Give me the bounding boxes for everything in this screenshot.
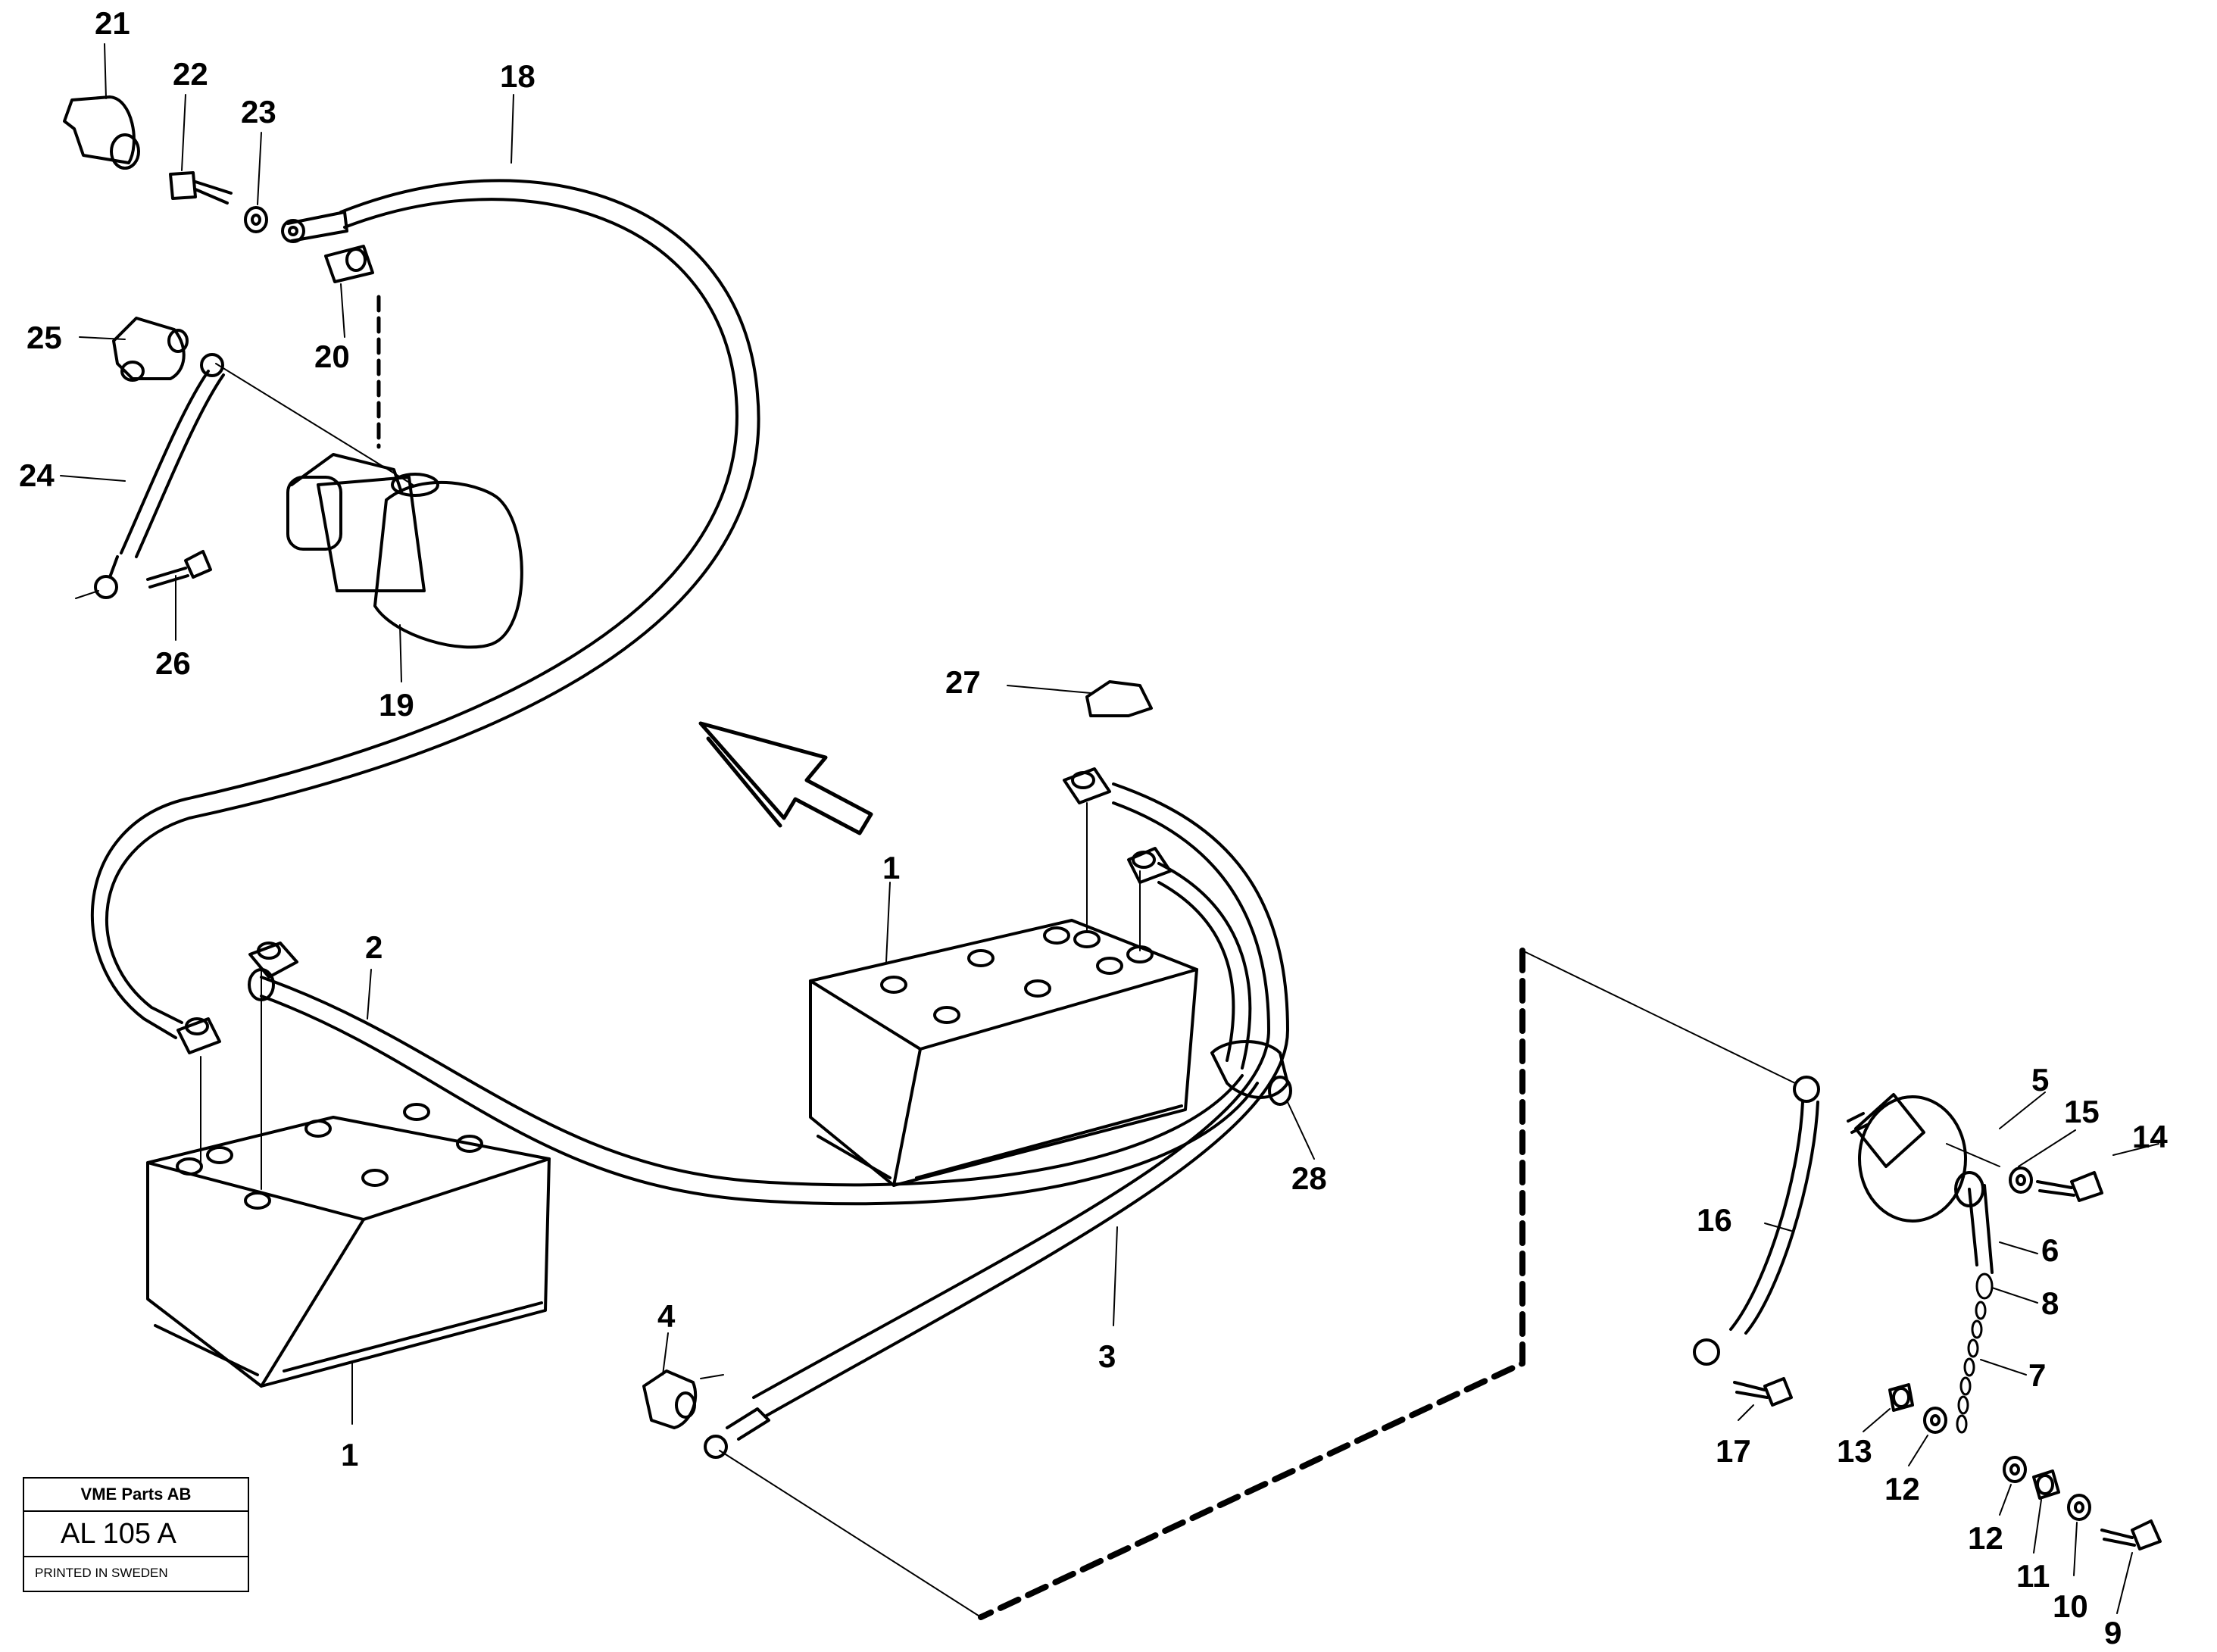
callout-10: 10 [2053, 1588, 2088, 1624]
cable-2 [248, 968, 1259, 1206]
nut-13 [1888, 1383, 1914, 1412]
cable-16 [1693, 1076, 1820, 1366]
cable-18 [91, 179, 760, 1039]
callout-leaders [60, 43, 2159, 1614]
direction-arrow [698, 721, 873, 835]
callout-22: 22 [173, 56, 208, 92]
callout-2: 2 [365, 929, 383, 965]
drawing-code: AL 105 A [24, 1512, 248, 1557]
callout-20: 20 [314, 339, 350, 374]
washer-15 [2009, 1166, 2033, 1194]
callout-19: 19 [379, 687, 414, 723]
callout-9: 9 [2104, 1615, 2122, 1650]
callout-21: 21 [95, 5, 130, 41]
cable-18-terminal [281, 211, 348, 243]
main-switch [1847, 1093, 1994, 1274]
terminal-cap-27 [1085, 680, 1153, 717]
cable-3 [752, 782, 1289, 1418]
starter-motor [286, 453, 523, 649]
bolt-9 [2100, 1519, 2162, 1551]
printed-note: PRINTED IN SWEDEN [35, 1566, 168, 1580]
callout-26: 26 [155, 645, 191, 681]
washer-10 [2067, 1494, 2091, 1521]
leader-24 [215, 363, 414, 486]
battery-left [146, 1103, 551, 1388]
callout-1-left-battery: 1 [341, 1437, 358, 1472]
nut-part-20 [324, 245, 374, 283]
callout-4: 4 [657, 1298, 676, 1334]
callout-27: 27 [945, 664, 981, 700]
title-block: VME Parts AB AL 105 A PRINTED IN SWEDEN [23, 1477, 249, 1592]
callout-15: 15 [2064, 1094, 2100, 1129]
callout-8: 8 [2041, 1285, 2059, 1321]
callout-3: 3 [1098, 1338, 1116, 1374]
terminal-cap-4 [642, 1369, 698, 1429]
callout-1-right-battery: 1 [882, 850, 900, 885]
cable-clip-28 [1210, 1040, 1292, 1106]
callout-14: 14 [2132, 1119, 2168, 1154]
washer-23 [244, 206, 268, 233]
bolt-14 [2036, 1171, 2103, 1202]
nut-11 [2032, 1469, 2060, 1500]
callout-16: 16 [1697, 1202, 1732, 1238]
callout-13: 13 [1837, 1433, 1872, 1469]
cable-24 [94, 353, 225, 599]
key-chain [1956, 1273, 1994, 1434]
callout-28: 28 [1291, 1160, 1327, 1196]
washer-12b [2003, 1456, 2027, 1483]
callout-7: 7 [2028, 1357, 2046, 1393]
callout-25: 25 [27, 320, 62, 355]
battery-clamp-left [176, 942, 298, 1054]
washer-12a [1923, 1407, 1947, 1434]
callout-23: 23 [241, 94, 276, 130]
callout-18: 18 [500, 58, 536, 94]
bolt-17 [1733, 1377, 1793, 1407]
callout-24: 24 [19, 458, 55, 493]
callout-5: 5 [2031, 1062, 2049, 1098]
battery-right [809, 919, 1198, 1187]
terminal-cap-25 [112, 317, 189, 382]
callout-11: 11 [2016, 1558, 2050, 1594]
callout-12-upper: 12 [1884, 1471, 1920, 1507]
callout-6: 6 [2041, 1232, 2059, 1268]
battery-clamp-right [1063, 767, 1172, 884]
terminal-cap-21 [63, 95, 140, 170]
callout-17: 17 [1716, 1433, 1751, 1469]
callout-labels: 21 22 23 18 25 20 24 26 19 27 1 2 1 28 3… [19, 5, 2168, 1650]
bolt-26 [146, 550, 212, 589]
screw-22 [169, 171, 233, 205]
cable-3-terminal [704, 1407, 770, 1459]
dashed-ground-path [978, 948, 1525, 1620]
callout-12-lower: 12 [1968, 1520, 2003, 1556]
company-name: VME Parts AB [24, 1479, 248, 1512]
